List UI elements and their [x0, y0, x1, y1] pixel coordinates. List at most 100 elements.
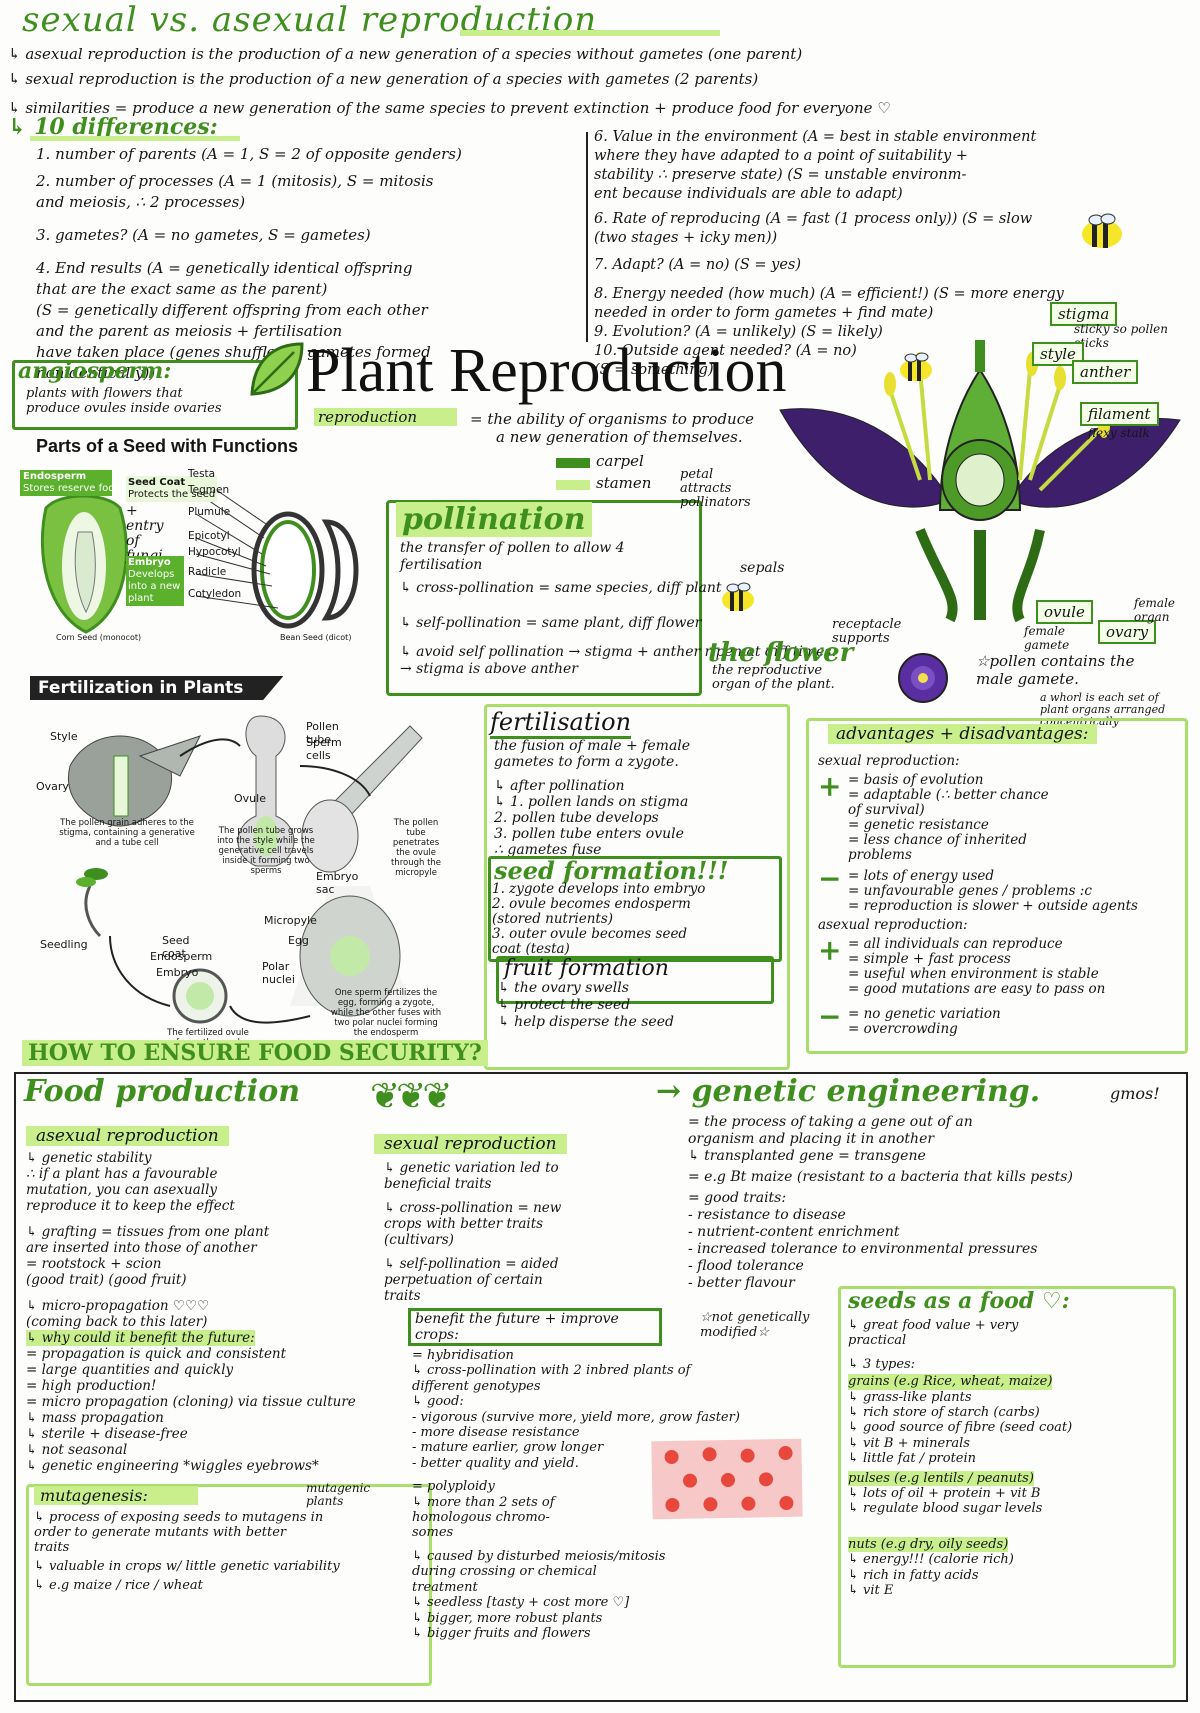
pollination-line: the transfer of pollen to allow 4	[400, 540, 625, 556]
seed-diagram	[16, 462, 376, 652]
ovule-label: ovule	[1036, 600, 1093, 624]
embryo-fn: Develops into a new plant	[128, 569, 181, 604]
asexual-food-line: mutation, you can asexually	[26, 1182, 218, 1198]
fertilisation-lines: the fusion of male + female gametes to f…	[494, 738, 690, 858]
difference-item: 7. Adapt? (A = no) (S = yes)	[594, 257, 801, 273]
pollination-lines: the transfer of pollen to allow 4 fertil…	[400, 540, 836, 678]
adv-line: = all individuals can reproduce	[848, 936, 1063, 952]
petal-label: petal attracts pollinators	[680, 467, 751, 510]
fert-caption-4: One sperm fertilizes the egg, forming a …	[330, 988, 442, 1038]
receptacle-label: receptacle supports	[832, 617, 902, 646]
sepals-label: sepals	[740, 560, 785, 576]
food-security-heading: HOW TO ENSURE FOOD SECURITY?	[22, 1040, 488, 1066]
main-title: Plant Reproduction	[306, 337, 787, 405]
difference-item: 4. End results (A = genetically identica…	[36, 259, 413, 277]
seed-coat-fn: Protects the seed	[128, 489, 216, 500]
genetic-line: - nutrient-content enrichment	[688, 1224, 900, 1240]
genetic-lines: = the process of taking a gene out of an…	[688, 1114, 1073, 1292]
benefit-line: = hybridisation	[412, 1348, 514, 1363]
embryo-title: Embryo	[128, 557, 171, 568]
benefit-lines: = hybridisation ↳ cross-pollination with…	[412, 1348, 740, 1641]
reproduction-def: = the ability of organisms to produce a …	[470, 410, 754, 446]
sexual-food-line: crops with better traits	[384, 1216, 544, 1232]
bean-seed-caption: Bean Seed (dicot)	[280, 633, 352, 642]
seed-part-label: Tegmen	[188, 484, 230, 496]
mutagenesis-lines: ↳ process of exposing seeds to mutagens …	[34, 1510, 340, 1593]
sexual-food-line: ↳ cross-pollination = new	[384, 1200, 562, 1216]
sexual-food-line: ↳ self-pollination = aided	[384, 1256, 559, 1272]
fert-caption-1: The pollen grain adheres to the stigma, …	[59, 818, 195, 848]
mutagenesis-line: ↳ process of exposing seeds to mutagens …	[34, 1510, 324, 1525]
fertilisation-line: 2. pollen tube develops	[494, 810, 659, 826]
genetic-line: - resistance to disease	[688, 1207, 846, 1223]
pollination-line: → stigma is above anther	[400, 661, 578, 677]
pollination-line: ↳ self-pollination = same plant, diff fl…	[400, 615, 702, 631]
seed-formation-line: coat (testa)	[492, 941, 570, 957]
genetic-line: organism and placing it in another	[688, 1131, 935, 1147]
adv-sexual-heading: sexual reproduction:	[818, 753, 960, 769]
adv-line: = adaptable (∴ better chance	[848, 787, 1049, 803]
seed-coat-title: Seed Coat	[128, 477, 186, 488]
difference-item: (two stages + icky men))	[594, 230, 778, 246]
asexual-food-line: ↳ genetic stability	[26, 1150, 152, 1166]
fert-label-embryo-sac: Embryo sac	[316, 870, 359, 896]
leaf-icon	[246, 338, 308, 404]
asexual-food-line	[26, 1288, 356, 1298]
genetic-line: = the process of taking a gene out of an	[688, 1114, 973, 1130]
plus-icon: +	[818, 934, 842, 967]
benefit-line: ↳ seedless [tasty + cost more ♡]	[412, 1595, 630, 1611]
fert-label-ovule: Ovule	[234, 792, 266, 805]
fertilisation-box	[484, 704, 790, 1070]
benefit-line: treatment	[412, 1579, 478, 1595]
benefit-line: ↳ caused by disturbed meiosis/mitosis	[412, 1548, 666, 1564]
asexual-food-line: = propagation is quick and consistent	[26, 1346, 287, 1362]
difference-item: 6. Rate of reproducing (A = fast (1 proc…	[594, 211, 1033, 227]
fert-label-egg: Egg	[288, 934, 309, 947]
sexual-food-line: beneficial traits	[384, 1176, 492, 1192]
stigma-label: stigma	[1050, 302, 1118, 326]
fert-caption-3: The pollen tube penetrates the ovule thr…	[390, 818, 442, 878]
benefit-line: - better quality and yield.	[412, 1455, 579, 1471]
adv-line: = basis of evolution	[848, 772, 984, 788]
grains-line: ↳ vit B + minerals	[848, 1435, 970, 1451]
adv-line: = lots of energy used	[848, 868, 995, 884]
asexual-food-line: = rootstock + scion	[26, 1256, 162, 1272]
seed-embryo-label: Embryo Develops into a new plant	[126, 556, 184, 606]
fert-label-ovary: Ovary	[36, 780, 69, 793]
differences-left: 1. number of parents (A = 1, S = 2 of op…	[36, 144, 462, 384]
pollination-line: ↳ cross-pollination = same species, diff…	[400, 580, 722, 596]
difference-item: 1. number of parents (A = 1, S = 2 of op…	[36, 145, 462, 163]
difference-item: stability ∴ preserve state) (S = unstabl…	[594, 167, 967, 183]
difference-item: needed in order to form gametes + find m…	[594, 305, 934, 321]
grains-line: ↳ grass-like plants	[848, 1389, 972, 1405]
reproduction-def-line: = the ability of organisms to produce	[470, 410, 754, 428]
asexual-food-line: = high production!	[26, 1378, 157, 1394]
fruit-formation-box	[496, 956, 774, 1004]
fertilization-diagram	[30, 706, 450, 1036]
bee-icon	[1078, 212, 1126, 254]
asexual-food-title: asexual reproduction	[26, 1126, 229, 1146]
fert-label-embryo: Embryo	[156, 966, 199, 979]
asexual-food-line	[26, 1214, 356, 1224]
reproduction-def-line: a new generation of themselves.	[496, 428, 743, 446]
sprig-icon: ❦❦❦	[370, 1076, 452, 1117]
minus-icon: −	[818, 1000, 842, 1033]
plus-icon: +	[818, 770, 842, 803]
fruit-formation-line: ↳ the ovary swells	[498, 980, 629, 996]
endosperm-fn: Stores reserve food	[23, 483, 121, 494]
fruit-formation-title: fruit formation	[504, 956, 669, 981]
asexual-food-line: ↳ grafting = tissues from one plant	[26, 1224, 270, 1240]
genetic-line: = good traits:	[688, 1190, 787, 1206]
seed-formation-title: seed formation!!!	[494, 856, 729, 885]
differences-title-underline	[30, 136, 240, 141]
strawberry-tape-decoration	[651, 1438, 803, 1520]
legend-stamen-label: stamen	[596, 474, 652, 492]
asexual-food-line: ↳ why could it benefit the future:	[26, 1330, 255, 1346]
seeds-food-title: seeds as a food ♡:	[848, 1288, 1070, 1314]
grains-line: ↳ rich store of starch (carbs)	[848, 1405, 1040, 1421]
ovary-label: ovary	[1098, 620, 1157, 644]
difference-item: have taken place (genes shuffled + gamet…	[36, 343, 431, 361]
header-line: ↳ sexual reproduction is the production …	[8, 70, 759, 88]
seeds-food-content: ↳ great food value + very practical ↳ 3 …	[848, 1318, 1072, 1599]
seeds-food-line: ↳ 3 types:	[848, 1356, 916, 1372]
